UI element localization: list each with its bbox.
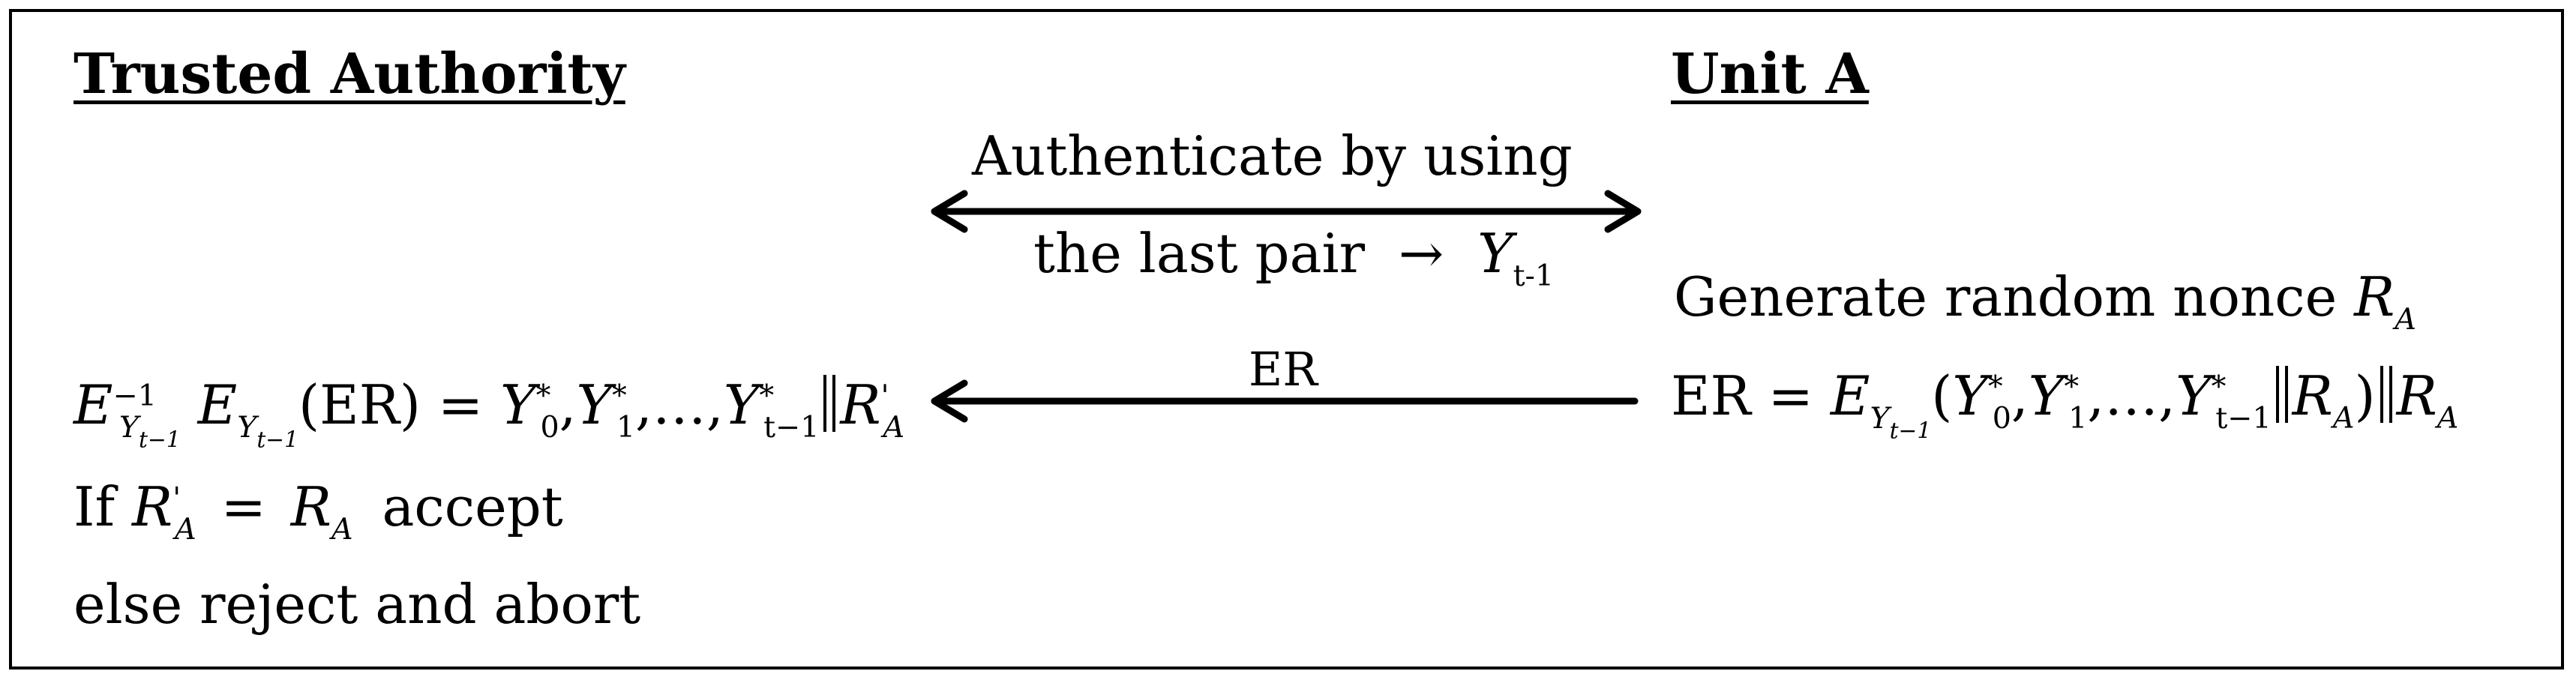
check-accept: accept [382, 475, 563, 538]
er-yt: Y [2176, 364, 2212, 427]
er-E-sub: Y [1870, 400, 1890, 436]
diagram-frame [9, 9, 2564, 670]
er-dots: ,…, [2087, 364, 2176, 427]
check-r-sub: A [331, 511, 353, 547]
er-close: ) [2354, 364, 2376, 427]
er-arrow-to-authority [931, 379, 1639, 423]
else-reject-line: else reject and abort [73, 573, 641, 636]
auth-r: R [840, 373, 881, 436]
er-E-subsub: t−1 [1889, 417, 1932, 444]
auth-dots: ,…, [635, 373, 724, 436]
nonce-sub: A [2395, 301, 2416, 337]
er-E: E [1830, 364, 1870, 427]
er-yt-sub: t−1 [2215, 400, 2272, 436]
er-r-outer: R [2396, 364, 2437, 427]
bidirectional-auth-arrow [931, 190, 1642, 233]
auth-concat [823, 375, 836, 432]
auth-E: E [197, 373, 238, 436]
er-y0: Y [1952, 364, 1988, 427]
auth-Einv-sub: Y [118, 409, 139, 445]
auth-label-line2-text: the last pair [1033, 222, 1365, 285]
er-open: ( [1931, 364, 1953, 427]
auth-E-sub: Y [237, 409, 257, 445]
check-r-prime: R [131, 475, 173, 538]
auth-arrow-symbol: → [1398, 222, 1444, 285]
auth-r-prime: ' [880, 379, 889, 414]
check-r-prime-mark: ' [172, 481, 181, 516]
er-y1-sub: 1 [2068, 400, 2088, 436]
auth-var-y: Y [1477, 222, 1513, 285]
trusted-authority-heading: Trusted Authority [73, 42, 625, 106]
auth-y1-star: * [612, 379, 627, 414]
er-lhs: ER = [1671, 364, 1813, 427]
verification-check-line: If R'A = RA accept [73, 480, 563, 544]
auth-yt: Y [723, 373, 760, 436]
nonce-text: Generate random nonce [1674, 265, 2338, 328]
er-y1-star: * [2064, 370, 2080, 405]
er-r-inner: R [2292, 364, 2333, 427]
er-concat-outer [2380, 366, 2392, 423]
auth-y0-star: * [535, 379, 551, 414]
auth-y0-sub: 0 [540, 409, 559, 445]
er-concat-inner [2275, 366, 2288, 423]
er-r-inner-sub: A [2332, 400, 2355, 436]
auth-y1-sub: 1 [616, 409, 636, 445]
auth-r-sub: A [883, 409, 905, 445]
auth-y1: Y [576, 373, 613, 436]
auth-er-eq: (ER) = [298, 373, 484, 436]
auth-Einv-sup: −1 [112, 379, 157, 414]
nonce-var: R [2354, 265, 2395, 328]
er-yt-star: * [2211, 370, 2227, 405]
auth-yt-sub: t−1 [763, 409, 820, 445]
auth-var-sub: t-1 [1513, 258, 1555, 293]
auth-label-line1: Authenticate by using [972, 124, 1573, 187]
check-eq: = [220, 475, 266, 538]
er-comma: , [2011, 364, 2029, 427]
unit-a-heading: Unit A [1671, 42, 1869, 106]
auth-comma: , [559, 373, 577, 436]
check-r: R [290, 475, 332, 538]
er-y0-star: * [1987, 370, 2003, 405]
auth-Einv-subsub: t−1 [139, 426, 181, 453]
auth-y0: Y [500, 373, 536, 436]
er-y0-sub: 0 [1992, 400, 2011, 436]
check-r-prime-sub: A [175, 511, 196, 547]
nonce-generation-line: Generate random nonce RA [1674, 270, 2416, 334]
check-if: If [73, 475, 115, 538]
auth-E-subsub: t−1 [256, 426, 299, 453]
auth-Einv: E [73, 373, 113, 436]
auth-yt-star: * [759, 379, 775, 414]
er-message-label: ER [1249, 342, 1318, 397]
er-r-outer-sub: A [2437, 400, 2459, 436]
auth-label-line2: the last pair → Yt-1 [1033, 226, 1554, 291]
er-y1: Y [2028, 364, 2065, 427]
